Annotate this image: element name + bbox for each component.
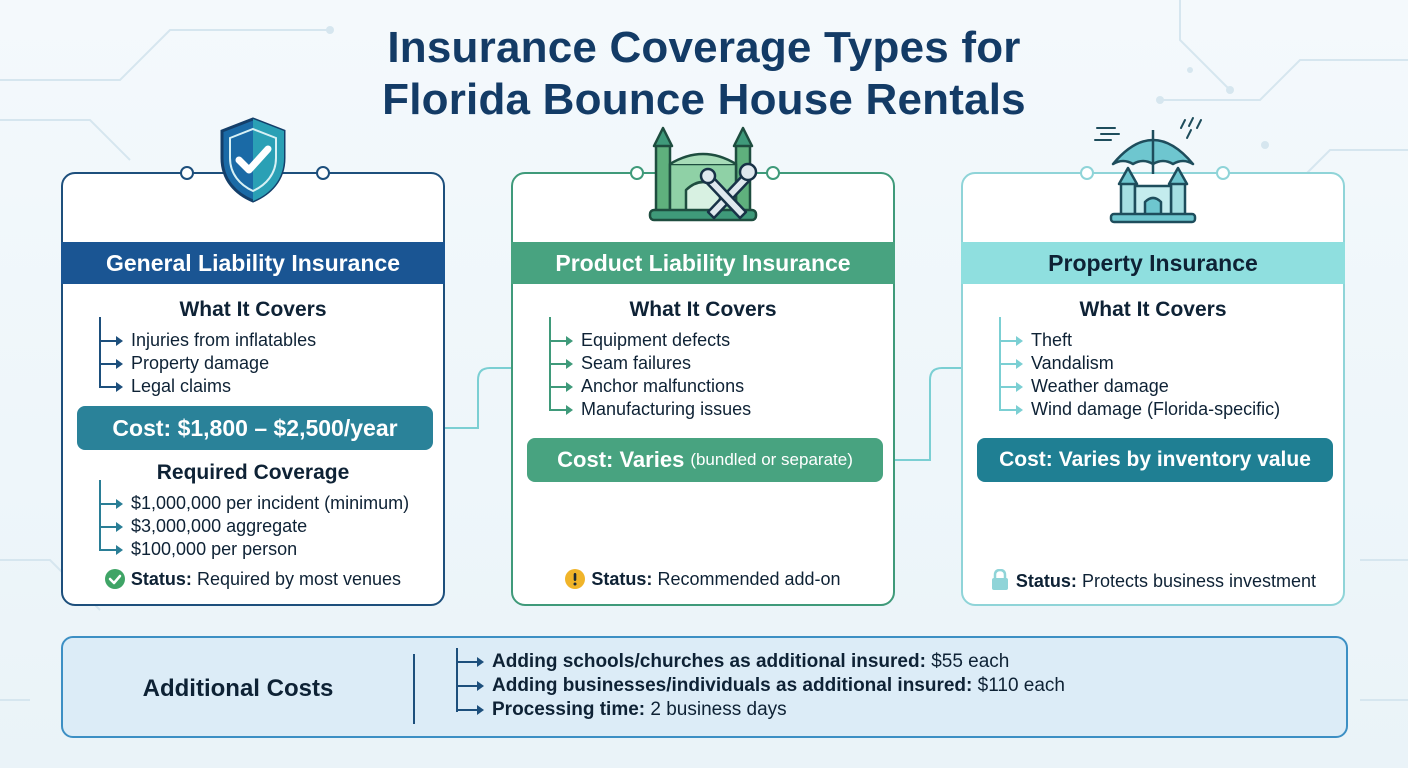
list-item: Seam failures <box>551 352 751 375</box>
list-item: Processing time: 2 business days <box>458 698 1065 722</box>
covers-title: What It Covers <box>629 298 777 321</box>
cost-badge: Cost:Varies by inventory value <box>977 438 1333 482</box>
connector-dot <box>180 166 194 180</box>
list-item: $3,000,000 aggregate <box>101 515 409 538</box>
connector-dot <box>1216 166 1230 180</box>
list-item: Adding businesses/individuals as additio… <box>458 674 1065 698</box>
lock-icon <box>990 568 1010 596</box>
cost-badge: Cost: $1,800 – $2,500/year <box>77 406 433 450</box>
covers-list: Injuries from inflatables Property damag… <box>99 317 316 398</box>
list-item: $1,000,000 per incident (minimum) <box>101 492 409 515</box>
list-item: $100,000 per person <box>101 538 409 561</box>
title-line-1: Insurance Coverage Types for <box>387 23 1021 72</box>
check-circle-icon <box>104 569 125 594</box>
list-item: Adding schools/churches as additional in… <box>458 650 1065 674</box>
list-item: Manufacturing issues <box>551 398 751 421</box>
covers-title: What It Covers <box>179 298 327 321</box>
umbrella-castle-icon <box>1093 116 1213 229</box>
status-line: Status: Protects business investment <box>963 568 1343 596</box>
connector-dot <box>630 166 644 180</box>
connector-dot <box>766 166 780 180</box>
card-heading: Property Insurance <box>961 242 1345 284</box>
list-item: Legal claims <box>101 375 316 398</box>
cost-badge: Cost: Varies(bundled or separate) <box>527 438 883 482</box>
list-item: Wind damage (Florida-specific) <box>1001 398 1280 421</box>
list-item: Anchor malfunctions <box>551 375 751 398</box>
title-line-2: Florida Bounce House Rentals <box>382 75 1026 124</box>
card-product-liability: Product Liability Insurance What It Cove… <box>511 126 895 606</box>
list-item: Weather damage <box>1001 375 1280 398</box>
card-property: Property Insurance What It Covers Theft … <box>961 117 1345 606</box>
bounce-house-tools-icon <box>648 124 758 229</box>
additional-costs-list: Adding schools/churches as additional in… <box>456 648 1065 722</box>
page-title: Insurance Coverage Types for Florida Bou… <box>0 22 1408 126</box>
additional-costs-title: Additional Costs <box>142 675 334 702</box>
status-line: Status: Recommended add-on <box>513 569 893 594</box>
warning-circle-icon <box>565 569 586 594</box>
required-list: $1,000,000 per incident (minimum) $3,000… <box>99 480 409 561</box>
status-line: Status: Required by most venues <box>63 569 443 594</box>
list-item: Property damage <box>101 352 316 375</box>
covers-list: Equipment defects Seam failures Anchor m… <box>549 317 751 421</box>
covers-title: What It Covers <box>1079 298 1227 321</box>
card-heading: Product Liability Insurance <box>511 242 895 284</box>
list-item: Theft <box>1001 329 1280 352</box>
card-general-liability: General Liability Insurance What It Cove… <box>61 117 445 606</box>
connector-dot <box>1080 166 1094 180</box>
covers-list: Theft Vandalism Weather damage Wind dama… <box>999 317 1280 421</box>
list-item: Equipment defects <box>551 329 751 352</box>
required-title: Required Coverage <box>156 461 350 484</box>
list-item: Vandalism <box>1001 352 1280 375</box>
additional-costs-panel: Additional Costs Adding schools/churches… <box>61 636 1348 738</box>
card-heading: General Liability Insurance <box>61 242 445 284</box>
divider <box>413 654 415 724</box>
list-item: Injuries from inflatables <box>101 329 316 352</box>
shield-check-icon <box>218 116 288 209</box>
connector-dot <box>316 166 330 180</box>
